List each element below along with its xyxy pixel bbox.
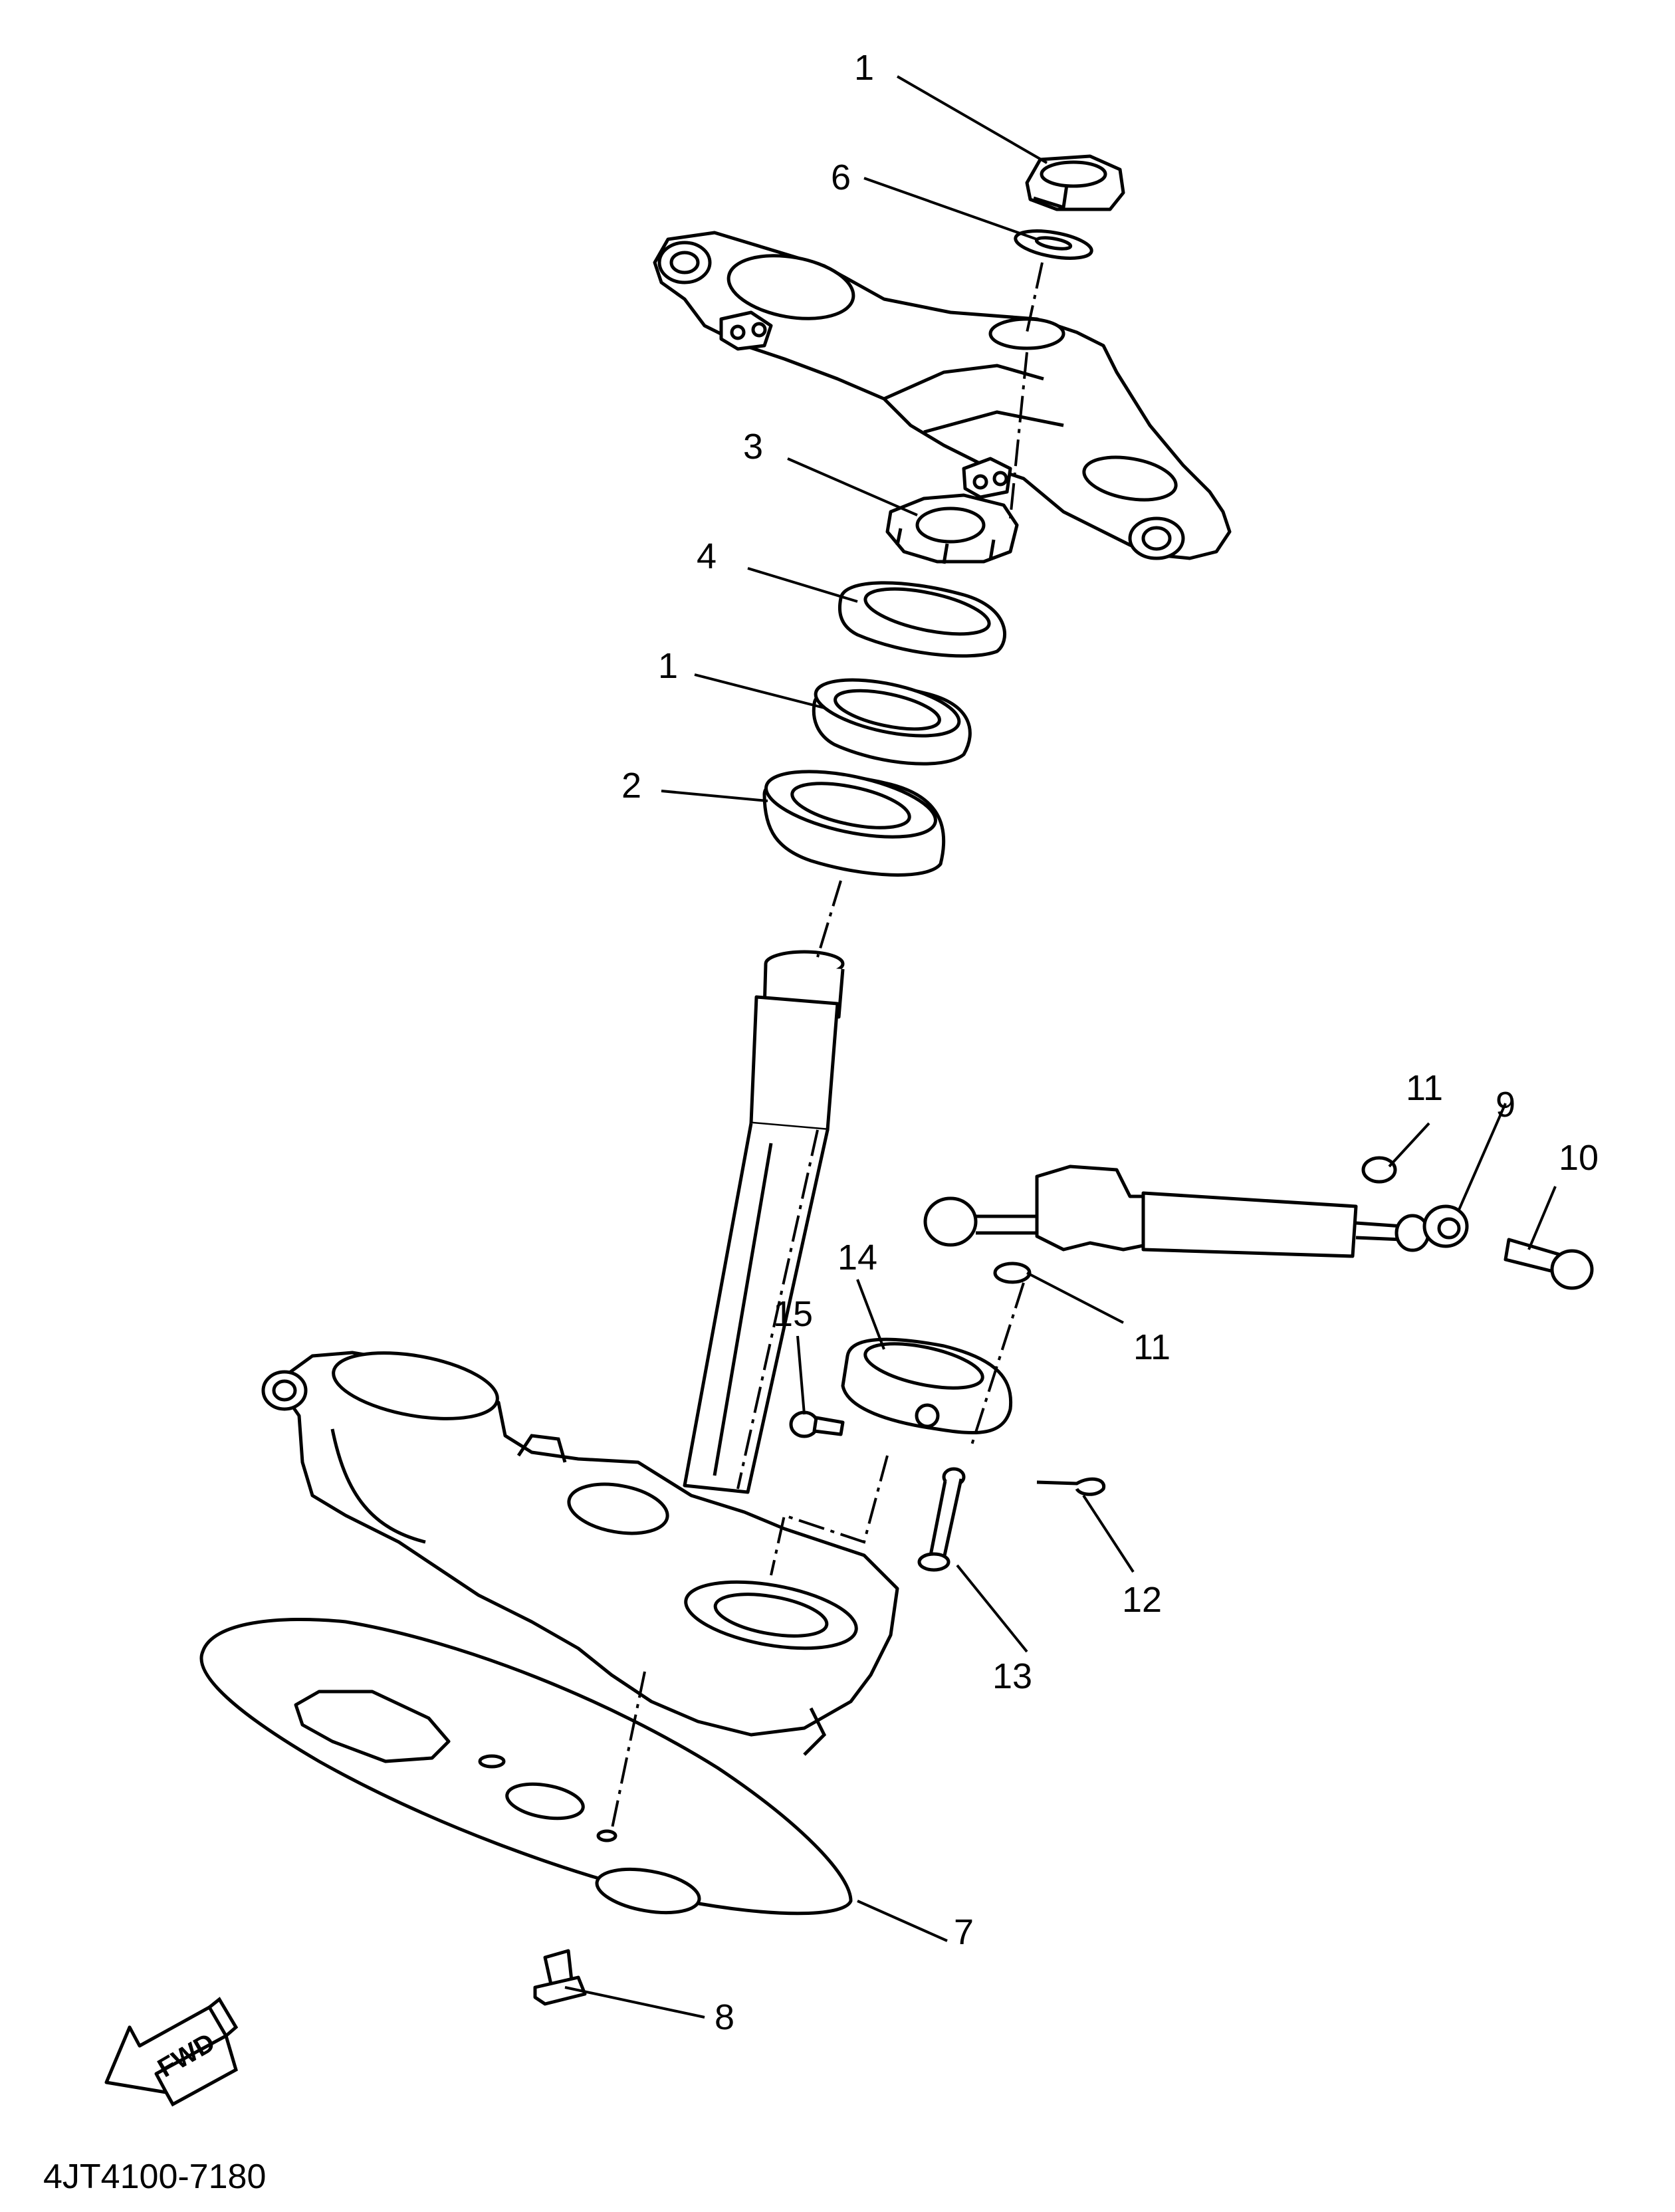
part-13-pin [917,1467,966,1572]
callout-1: 1 [658,646,678,686]
part-7-plate [199,1617,853,1916]
part-3-ring-nut [885,493,1019,564]
part-8-bolt [533,1949,587,2006]
callout-12: 12 [1122,1580,1162,1620]
center-lines [770,262,1044,1576]
callout-3: 3 [743,427,763,467]
part-12-cotter-pin [1036,1477,1106,1496]
callout-7: 7 [954,1912,974,1952]
drawing-code: 4JT4100-7180 [43,2157,266,2196]
callouts: 1 6 3 4 1 2 11 9 10 14 15 11 12 13 7 8 [621,48,1599,2037]
callout-10: 10 [1559,1138,1599,1178]
callout-13: 13 [992,1656,1032,1696]
part-11a-washer [1361,1156,1397,1184]
leader-lines [564,75,1557,2019]
fwd-arrow-icon: FWD [104,1997,239,2107]
callout-4: 4 [697,536,717,576]
callout-15: 15 [773,1294,813,1334]
part-14-clamp [841,1337,1013,1435]
callout-11-upper: 11 [1406,1068,1443,1108]
part-2-bearing [762,770,946,877]
callout-8: 8 [715,1997,734,2037]
part-4-seal [838,581,1006,658]
part-6-washer [1014,229,1093,260]
steering-damper [923,1156,1469,1284]
callout-9: 9 [1496,1085,1515,1125]
part-1-bearing [812,678,972,766]
part-5-nut [1025,154,1125,211]
callout-14: 14 [838,1238,877,1277]
part-10-bolt [1504,1238,1594,1290]
part-11b-washer [993,1262,1032,1284]
callout-6: 6 [831,158,851,197]
callout-5: 1 [854,48,874,88]
upper-bracket [653,231,1232,560]
steering-stem [683,950,845,1494]
callout-11-lower: 11 [1133,1327,1171,1367]
part-15-bolt [789,1410,845,1438]
lower-bracket [261,1351,899,1756]
callout-2: 2 [621,766,641,806]
